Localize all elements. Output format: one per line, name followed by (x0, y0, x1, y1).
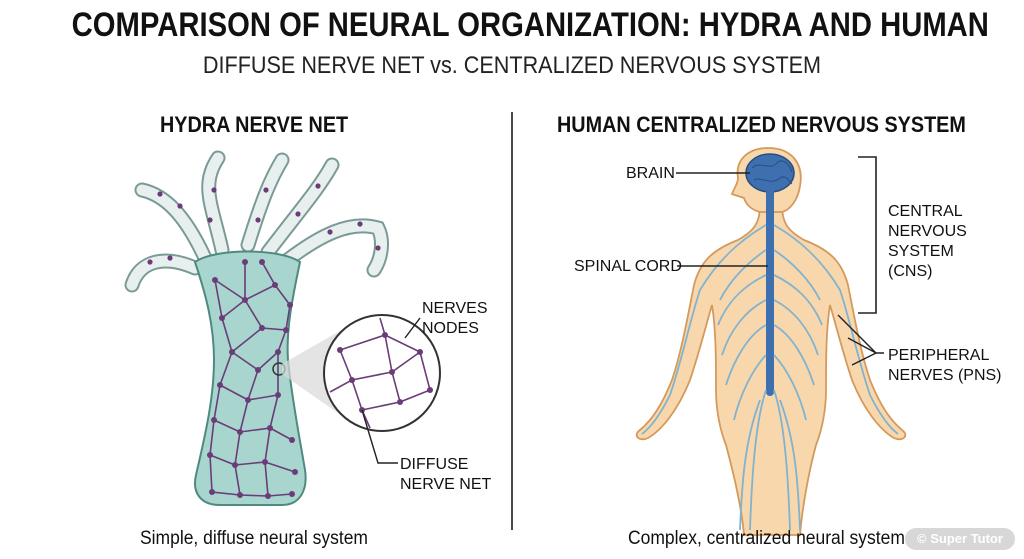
nodes-label: NODES (422, 320, 479, 337)
cns-label-line2: NERVOUS (888, 223, 967, 240)
brain-shape (745, 153, 795, 193)
spinal-cord-label: SPINAL CORD (574, 258, 682, 275)
panel-divider (511, 112, 513, 530)
cns-label-line3: SYSTEM (888, 243, 954, 260)
cns-label-line1: CENTRAL (888, 203, 963, 220)
hydra-caption: Simple, diffuse neural system (140, 528, 369, 549)
peripheral-nerves (641, 224, 899, 531)
human-illustration (635, 147, 907, 536)
human-panel-heading: HUMAN CENTRALIZED NERVOUS SYSTEM (557, 112, 966, 137)
pns-label-line1: PERIPHERAL (888, 347, 990, 364)
page-subtitle: DIFFUSE NERVE NET vs. CENTRALIZED NERVOU… (202, 52, 822, 79)
brain-label: BRAIN (626, 165, 675, 182)
human-caption: Complex, centralized neural system (628, 528, 905, 549)
page-title: COMPARISON OF NEURAL ORGANIZATION: HYDRA… (71, 6, 989, 44)
diffuse-label-line1: DIFFUSE (400, 456, 469, 473)
hydra-body (193, 250, 307, 506)
hydra-illustration (124, 150, 441, 506)
cns-bracket (858, 156, 877, 314)
cns-label-line4: (CNS) (888, 263, 933, 280)
spinal-cord-shape (766, 188, 774, 396)
watermark-badge: © Super Tutor (905, 528, 1015, 550)
diffuse-label-line2: NERVE NET (400, 476, 492, 493)
hydra-panel-heading: HYDRA NERVE NET (160, 112, 349, 137)
pns-label-line2: NERVES (PNS) (888, 367, 1002, 384)
nerves-label: NERVES (422, 300, 488, 317)
